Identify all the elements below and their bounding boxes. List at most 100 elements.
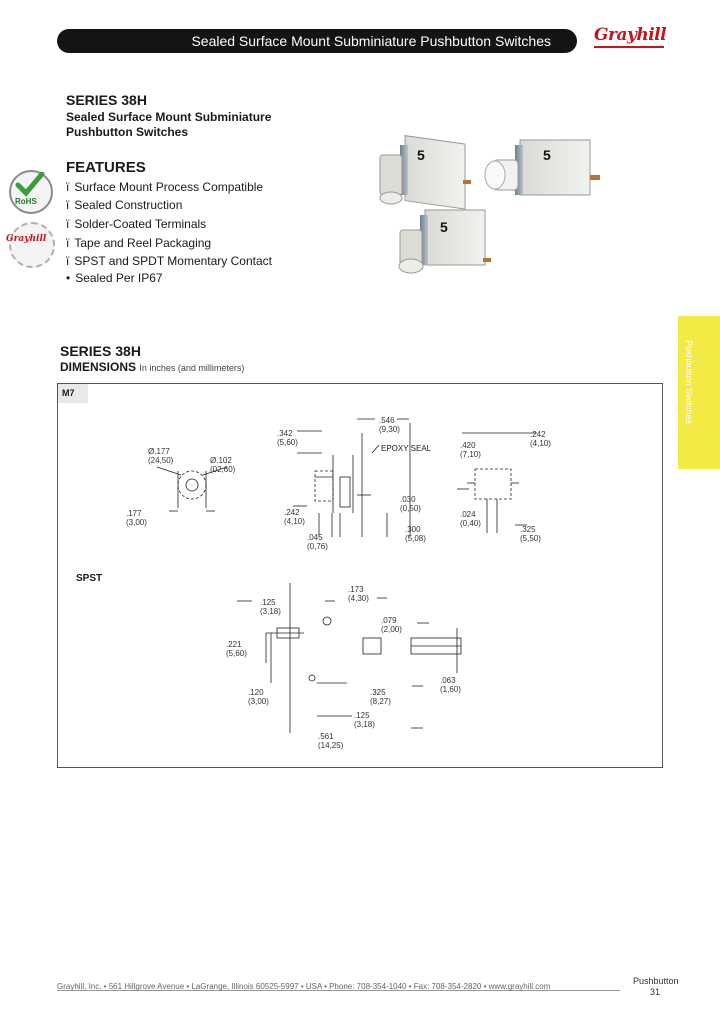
footer-section-name: Pushbutton (633, 976, 679, 986)
feature-text: SPST and SPDT Momentary Contact (74, 254, 272, 268)
dim-value: .420 (460, 441, 476, 450)
grayhill-logo: Grayhill (594, 25, 667, 45)
dim-325a: .325(5,50) (520, 525, 541, 543)
section-side-tab-label: Pushbutton Switches (684, 340, 694, 425)
dim-value: .030 (400, 495, 416, 504)
dim-mm: (8,27) (370, 697, 391, 706)
svg-text:5: 5 (440, 219, 448, 235)
epoxy-seal-label: EPOXY SEAL (381, 444, 432, 453)
feature-bullet: ï (66, 217, 70, 231)
footer-divider (57, 990, 620, 991)
checkmark-icon (15, 172, 45, 197)
feature-text: Solder-Coated Terminals (74, 217, 207, 231)
dim-value: .546 (379, 416, 395, 425)
dim-079: .079(2,00) (381, 616, 402, 634)
dim-mm: (3,18) (354, 720, 375, 729)
rohs-label: RoHS (15, 197, 37, 206)
dim-value: .125 (354, 711, 370, 720)
rohs-badge (9, 170, 53, 214)
dimensions-drawing-box (57, 383, 663, 768)
dim-173: .173(4,30) (348, 585, 369, 603)
product-photo: 5 5 5 (379, 135, 600, 274)
dim-mm: (9,30) (379, 425, 400, 434)
dimensions-heading-row: DIMENSIONS In inches (and millimeters) (60, 360, 244, 374)
dim-mm: (4,30) (348, 594, 369, 603)
front-view (156, 466, 228, 512)
dim-mm: (3,00) (126, 518, 147, 527)
dim-mm: (0,40) (460, 519, 481, 528)
dim-value: .221 (226, 640, 242, 649)
feature-bullet: • (66, 271, 71, 285)
dim-value: .120 (248, 688, 264, 697)
page-header-title: Sealed Surface Mount Subminiature Pushbu… (191, 33, 551, 49)
series-subtitle-line2: Pushbutton Switches (66, 125, 189, 139)
dim-120: .120(3,00) (248, 688, 269, 706)
dim-024: .024(0,40) (460, 510, 481, 528)
dim-value: .561 (318, 732, 334, 741)
grayhill-badge (9, 222, 55, 268)
dim-value: .079 (381, 616, 397, 625)
dim-221: .221(5,60) (226, 640, 247, 658)
svg-text:5: 5 (543, 147, 551, 163)
dim-value: Ø.102 (210, 456, 232, 465)
feature-bullet: ï (66, 180, 70, 194)
spst-footprint (237, 583, 462, 733)
dim-342: .342(5,60) (277, 429, 298, 447)
svg-text:5: 5 (417, 147, 425, 163)
grayhill-badge-label: Grayhill (6, 234, 47, 244)
feature-text: Sealed Per IP67 (75, 271, 163, 285)
dim-mm: (5,50) (520, 534, 541, 543)
dim-value: .173 (348, 585, 364, 594)
dim-561: .561(14,25) (318, 732, 343, 750)
dim-value: .242 (284, 508, 300, 517)
dim-mm: (14,25) (318, 741, 344, 750)
switch-photo-2: 5 (484, 139, 600, 196)
series-title: SERIES 38H (66, 92, 147, 108)
header-bar: Sealed Surface Mount Subminiature Pushbu… (57, 29, 577, 53)
dim-mm: (1,60) (440, 685, 461, 694)
dim-d102: Ø.102(02,60) (210, 456, 235, 474)
dim-125a: .125(3,18) (260, 598, 281, 616)
dimensions-series-title: SERIES 38H (60, 343, 141, 359)
dim-mm: (24,50) (148, 456, 174, 465)
dim-546: .546(9,30) (379, 416, 400, 434)
switch-photo-3: 5 (398, 209, 491, 274)
dim-value: .325 (370, 688, 386, 697)
dim-242a: .242(4,10) (284, 508, 305, 526)
dim-325b: .325(8,27) (370, 688, 391, 706)
dim-420: .420(7,10) (460, 441, 481, 459)
feature-bullet: ï (66, 198, 70, 212)
dimensions-heading: DIMENSIONS (60, 360, 137, 374)
dim-mm: (5,60) (226, 649, 247, 658)
dimension-line-drawing (156, 418, 537, 733)
dim-value: .024 (460, 510, 476, 519)
series-subtitle-line1: Sealed Surface Mount Subminiature (66, 110, 272, 124)
feature-item: • Sealed Per IP67 (66, 271, 163, 285)
dim-mm: (02,60) (210, 465, 236, 474)
dim-value: .045 (307, 533, 323, 542)
dim-value: .342 (277, 429, 293, 438)
dim-value: .242 (530, 430, 546, 439)
feature-item: ï Sealed Construction (66, 198, 182, 212)
footer-contact: Grayhill, Inc. • 561 Hillgrove Avenue • … (57, 982, 551, 991)
spst-label: SPST (76, 573, 103, 584)
dim-125b: .125(3,18) (354, 711, 375, 729)
feature-text: Tape and Reel Packaging (74, 236, 212, 250)
dim-value: Ø.177 (148, 447, 170, 456)
feature-bullet: ï (66, 254, 70, 268)
feature-text: Sealed Construction (74, 198, 183, 212)
dim-030: .030(0,50) (400, 495, 421, 513)
dim-d177: Ø.177(24,50) (148, 447, 173, 465)
dim-063: .063(1,60) (440, 676, 461, 694)
dim-w177: .177(3,00) (126, 509, 147, 527)
logo-underline (594, 46, 664, 48)
feature-text: Surface Mount Process Compatible (74, 180, 264, 194)
dim-value: .177 (126, 509, 142, 518)
dim-mm: (7,10) (460, 450, 481, 459)
dim-mm: (3,18) (260, 607, 281, 616)
drawing-tag: M7 (58, 384, 88, 403)
dim-value: .125 (260, 598, 276, 607)
dim-value: .063 (440, 676, 456, 685)
dim-mm: (0,76) (307, 542, 328, 551)
